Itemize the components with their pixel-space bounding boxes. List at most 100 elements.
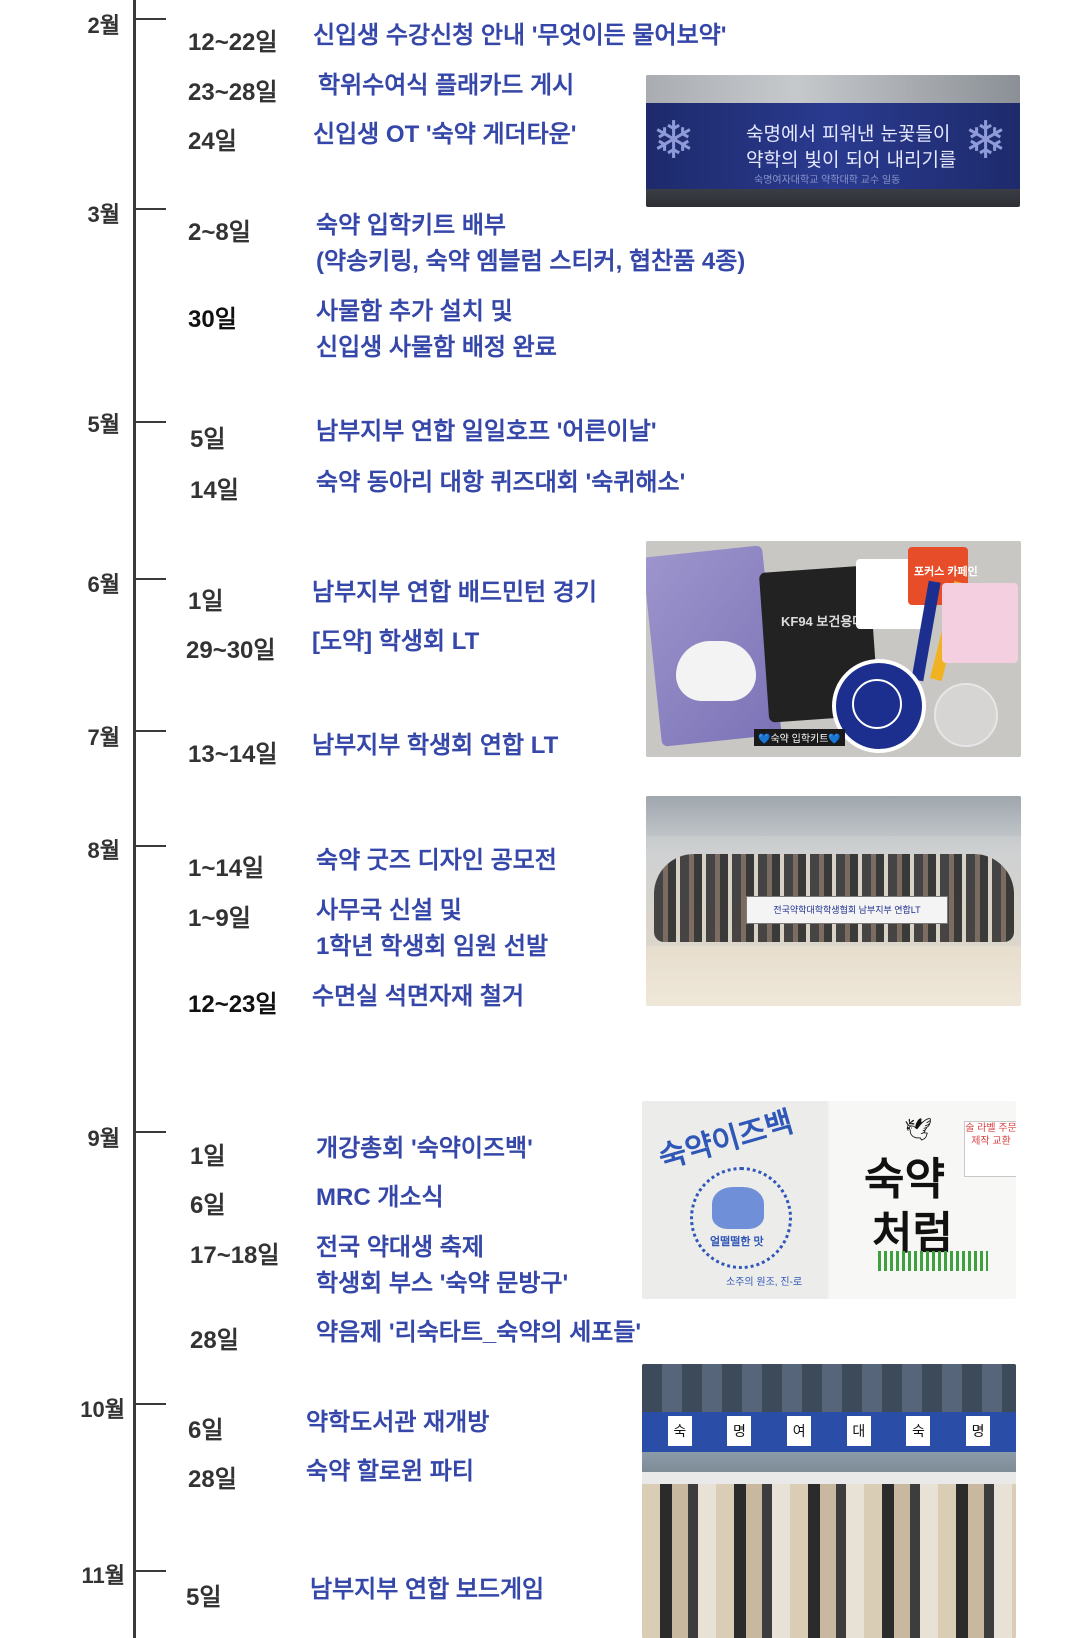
poster-right-line1: 숙약 [864,1154,945,1205]
event-title: 약학도서관 재개방 [306,1409,490,1436]
event-date: 1일 [190,1143,226,1170]
group-banner: 전국약학대학학생협회 남부지부 연합LT [746,896,948,924]
event-title: 남부지부 연합 일일호프 '어른이날' [316,418,657,445]
group-lt-photo: 전국약학대학학생협회 남부지부 연합LT [646,796,1021,1006]
event-date: 12~22일 [188,29,278,56]
crowd [642,1484,1016,1638]
keyring [934,683,998,747]
event-date: 1~14일 [188,855,265,882]
event-date: 14일 [190,477,239,504]
event-date: 1일 [188,588,224,615]
event-date: 5일 [190,426,226,453]
event-title: [도약] 학생회 LT [312,628,480,655]
event-date: 1~9일 [188,905,251,932]
event-title: 남부지부 연합 배드민턴 경기 [312,579,597,606]
month-tick [136,1131,166,1133]
event-date: 24일 [188,128,237,155]
event-title: 약음제 '리숙타트_숙약의 세포들' [316,1319,642,1346]
timeline-axis [133,0,136,1638]
event-title: 숙약 입학키트 배부 [316,212,506,239]
event-detail: (약송키링, 숙약 엠블럼 스티커, 협찬품 4종) [316,248,746,275]
month-label-mar: 3월 [87,202,120,227]
month-label-jun: 6월 [87,572,120,597]
event-date: 5일 [186,1584,222,1611]
event-date: 17~18일 [190,1242,280,1269]
banner-text-line2: 약학의 빛이 되어 내리기를 [746,149,957,171]
snowflake-icon: ❄ [652,112,696,170]
booth-letter: 여 [787,1416,812,1446]
event-date: 12~23일 [188,991,278,1018]
event-date: 29~30일 [186,637,276,664]
month-tick [136,845,166,847]
event-detail: 신입생 사물함 배정 완료 [316,334,557,361]
floor [646,946,1021,1006]
event-date: 2~8일 [188,219,251,246]
emblem-sticker-ring [852,679,902,729]
event-date: 23~28일 [188,79,278,106]
banner-text-line1: 숙명에서 피워낸 눈꽃들이 [746,123,951,145]
month-label-nov: 11월 [81,1563,126,1588]
event-title: 전국 약대생 축제 [316,1234,484,1261]
month-tick [136,208,166,210]
event-title: 사무국 신설 및 [316,897,462,924]
event-date: 6일 [190,1192,226,1219]
month-tick [136,1570,166,1572]
booth-banner [642,1412,1016,1452]
banner-cloth [646,103,1020,189]
event-date: 30일 [188,306,237,333]
month-label-feb: 2월 [87,13,120,38]
candy-box [942,583,1018,663]
month-tick [136,1403,166,1405]
event-title: 신입생 OT '숙약 게더타운' [313,121,577,148]
label-circle [690,1167,792,1269]
booth-letter: 숙 [906,1416,931,1446]
month-tick [136,18,166,20]
event-detail: 학생회 부스 '숙약 문방구' [316,1270,569,1297]
event-date: 13~14일 [188,741,278,768]
month-label-may: 5월 [87,412,120,437]
poster-left-foot: 소주의 원조, 진-로 [726,1277,803,1288]
event-date: 28일 [190,1327,239,1354]
booth-letter: 숙 [667,1416,692,1446]
month-tick [136,578,166,580]
booth-letter: 대 [846,1416,871,1446]
event-title: 수면실 석면자재 철거 [312,983,525,1010]
white-mask [676,641,756,701]
isback-poster-photo: 숙약이즈백 얼떨떨한 맛 소주의 원조, 진-로 🕊 숙약 처럼 술 라벨 주문… [642,1101,1016,1299]
event-detail: 1학년 학생회 임원 선발 [316,933,549,960]
ceiling [646,796,1021,836]
event-title: 사물함 추가 설치 및 [316,298,513,325]
event-title: 숙약 할로윈 파티 [306,1458,474,1485]
event-title: 숙약 동아리 대항 퀴즈대회 '숙퀴해소' [316,469,686,496]
poster-left-sub: 얼떨떨한 맛 [710,1236,764,1248]
snowflake-icon: ❄ [964,112,1008,170]
booth-letter: 명 [966,1416,991,1446]
frog-character-icon [712,1187,764,1229]
entrance-kit-photo: KF94 보건용마스크 포커스 카페인 💙숙약 입학키트💙 [646,541,1021,757]
event-title: 남부지부 연합 보드게임 [310,1576,545,1603]
booth-letter: 명 [727,1416,752,1446]
poster-tag: 술 라벨 주문 제작 교환 [964,1121,1016,1177]
building-wall [646,75,1020,105]
event-title: 학위수여식 플래카드 게시 [318,72,575,99]
bird-icon: 🕊 [904,1117,932,1142]
month-label-sep: 9월 [87,1126,120,1151]
banner-subtext: 숙명여자대학교 약학대학 교수 일동 [754,175,901,186]
event-title: 남부지부 학생회 연합 LT [312,732,559,759]
month-label-oct: 10월 [80,1397,125,1422]
poster-right-line2: 처럼 [872,1208,953,1259]
event-title: MRC 개소식 [316,1184,444,1211]
event-title: 숙약 굿즈 디자인 공모전 [316,847,557,874]
month-label-jul: 7월 [87,725,120,750]
coffee-label: 포커스 카페인 [914,566,978,578]
event-date: 28일 [188,1466,237,1493]
grass-graphic [878,1251,988,1271]
booth-letters: 숙 명 여 대 숙 명 [650,1416,1008,1446]
month-label-aug: 8월 [87,838,120,863]
festival-booth-photo: 숙 명 여 대 숙 명 [642,1364,1016,1638]
month-tick [136,421,166,423]
event-date: 6일 [188,1417,224,1444]
graduation-banner-photo: ❄ ❄ 숙명에서 피워낸 눈꽃들이 약학의 빛이 되어 내리기를 숙명여자대학교… [646,75,1020,207]
event-title: 신입생 수강신청 안내 '무엇이든 물어보약' [313,22,727,49]
kit-caption: 💙숙약 입학키트💙 [754,729,845,746]
